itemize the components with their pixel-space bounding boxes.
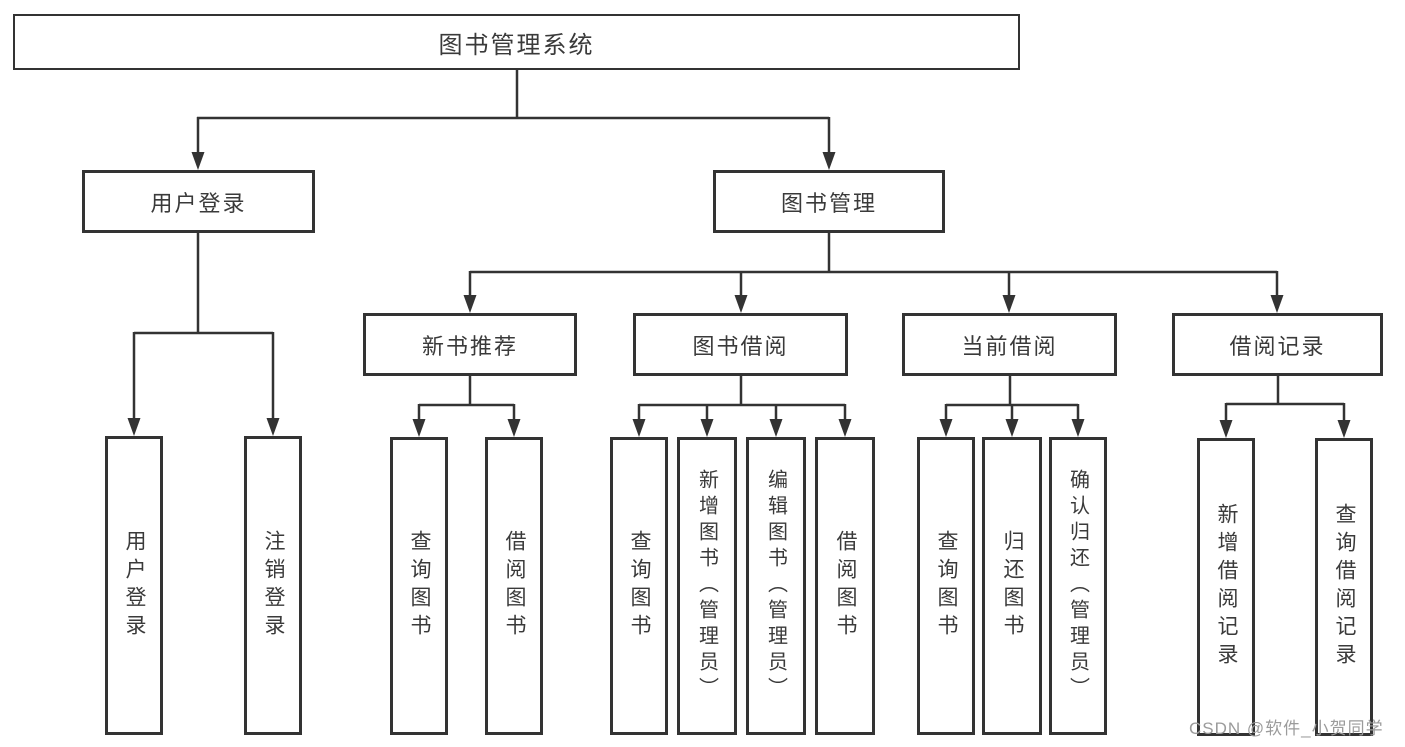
- node-label: 借阅记录: [1229, 333, 1326, 359]
- leaf-user-login: 用户登录: [105, 436, 163, 735]
- leaf-query-books: 查询图书: [610, 437, 668, 735]
- node-label: 借阅图书: [503, 530, 526, 642]
- node-label: 确认归还（管理员）: [1066, 469, 1089, 703]
- node-borrowing-records: 借阅记录: [1172, 313, 1383, 376]
- node-label: 图书借阅: [692, 333, 789, 359]
- leaf-add-books-admin: 新增图书（管理员）: [677, 437, 737, 735]
- node-label: 用户登录: [150, 190, 247, 216]
- node-label: 查询图书: [408, 530, 431, 642]
- node-book-management: 图书管理: [713, 170, 945, 233]
- leaf-return-books: 归还图书: [982, 437, 1042, 735]
- leaf-edit-books-admin: 编辑图书（管理员）: [746, 437, 806, 735]
- node-book-borrowing: 图书借阅: [633, 313, 848, 376]
- node-label: 查询图书: [935, 530, 958, 642]
- node-label: 注销登录: [262, 529, 285, 642]
- leaf-add-borrow-record: 新增借阅记录: [1197, 438, 1255, 736]
- node-label: 图书管理: [780, 190, 877, 216]
- node-current-borrowing: 当前借阅: [902, 313, 1117, 376]
- node-user-login: 用户登录: [82, 170, 315, 233]
- node-label: 当前借阅: [961, 333, 1058, 359]
- arrowheads: [127, 152, 1351, 438]
- node-label: 借阅图书: [834, 530, 857, 642]
- leaf-query-books: 查询图书: [917, 437, 975, 735]
- leaf-confirm-return-admin: 确认归还（管理员）: [1049, 437, 1107, 735]
- leaf-borrow-books: 借阅图书: [815, 437, 875, 735]
- leaf-query-books: 查询图书: [390, 437, 448, 735]
- csdn-watermark: CSDN @软件_小贺同学: [1189, 719, 1384, 738]
- node-label: 查询图书: [628, 530, 651, 642]
- node-label: 用户登录: [123, 529, 146, 642]
- leaf-borrow-books: 借阅图书: [485, 437, 543, 735]
- node-label: 编辑图书（管理员）: [764, 469, 787, 703]
- node-library-management-system: 图书管理系统: [13, 14, 1020, 70]
- leaf-query-borrow-record: 查询借阅记录: [1315, 438, 1373, 736]
- node-label: 新增借阅记录: [1215, 503, 1238, 671]
- node-label: 归还图书: [1001, 530, 1024, 642]
- node-label: 新增图书（管理员）: [695, 469, 718, 703]
- node-new-book-recommendation: 新书推荐: [363, 313, 577, 376]
- leaf-logout: 注销登录: [244, 436, 302, 735]
- node-label: 查询借阅记录: [1333, 503, 1356, 671]
- node-label: 新书推荐: [421, 333, 518, 359]
- node-label: 图书管理系统: [438, 31, 595, 59]
